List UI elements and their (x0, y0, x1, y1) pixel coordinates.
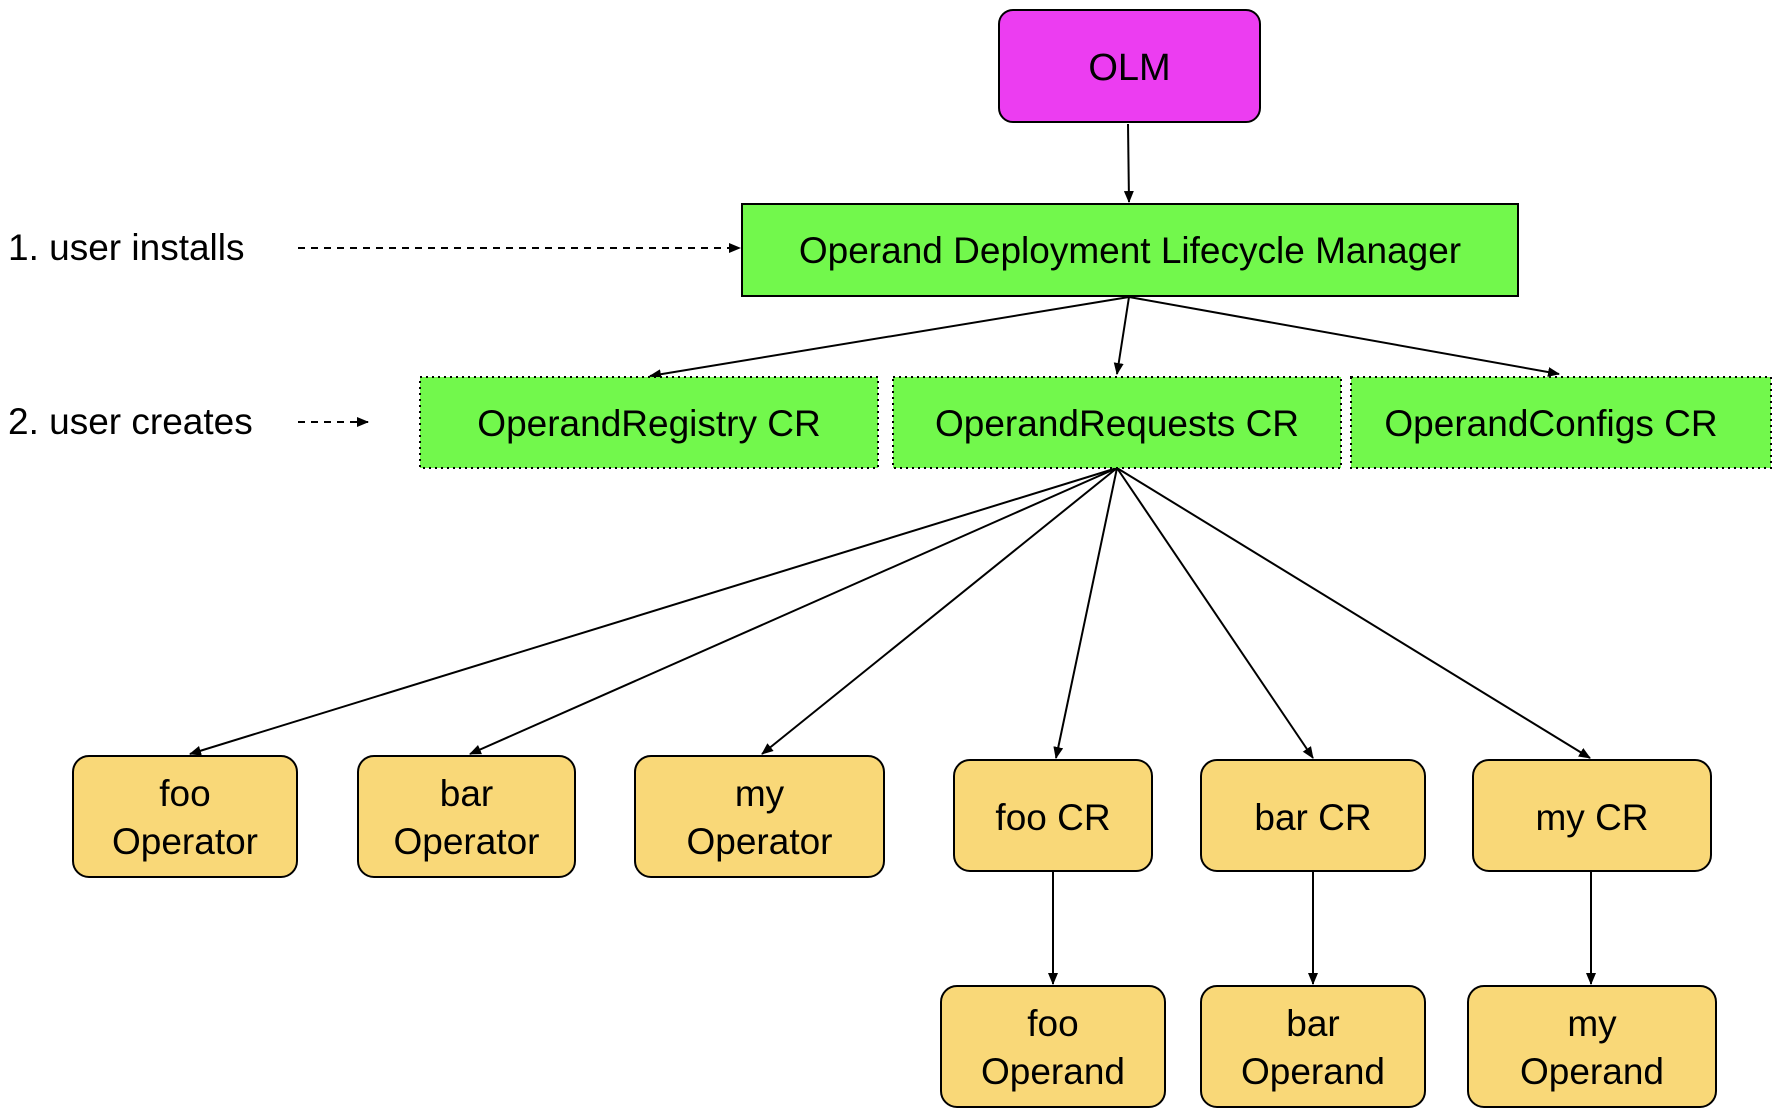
node-bar-operand: bar Operand (1200, 985, 1426, 1108)
step1-annotation: 1. user installs (8, 227, 245, 268)
node-foo-operand: foo Operand (940, 985, 1166, 1108)
node-bar-cr: bar CR (1200, 759, 1426, 872)
foo-operand-box (940, 985, 1166, 1108)
bar-operator-box (357, 755, 576, 878)
manager-box (741, 203, 1519, 297)
bar-operand-line1: bar (1286, 1003, 1339, 1044)
edge-requests-cr-to-bar-operator (469, 467, 1118, 755)
edge-requests-cr-to-foo-cr (1053, 467, 1118, 759)
node-olm: OLM (998, 9, 1261, 123)
node-foo-cr: foo CR (953, 759, 1153, 872)
foo-cr-label: foo CR (995, 797, 1110, 838)
my-operand-line1: my (1567, 1003, 1617, 1044)
node-configs-cr: OperandConfigs CR (1350, 376, 1772, 469)
edge-requests-cr-to-my-cr (1116, 467, 1591, 759)
my-operator-box (634, 755, 885, 878)
edge-requests-cr-to-my-operator (761, 467, 1118, 755)
edge-olm-to-manager (1123, 123, 1134, 203)
my-operand-box (1467, 985, 1717, 1108)
my-cr-label: my CR (1535, 797, 1648, 838)
foo-operator-line2: Operator (112, 821, 258, 862)
node-my-operand: my Operand (1467, 985, 1717, 1108)
requests-cr-label: OperandRequests CR (935, 403, 1299, 444)
requests-cr-box (892, 376, 1342, 469)
node-my-cr: my CR (1472, 759, 1712, 872)
node-requests-cr: OperandRequests CR (892, 376, 1342, 469)
foo-operator-box (72, 755, 298, 878)
my-operator-line2: Operator (686, 821, 832, 862)
foo-operand-line2: Operand (981, 1051, 1125, 1092)
node-foo-operator: foo Operator (72, 755, 298, 878)
bar-operand-box (1200, 985, 1426, 1108)
foo-cr-box (953, 759, 1153, 872)
edge-manager-to-registry-cr (649, 296, 1130, 380)
my-operator-line1: my (735, 773, 785, 814)
node-manager: Operand Deployment Lifecycle Manager (741, 203, 1519, 297)
node-bar-operator: bar Operator (357, 755, 576, 878)
configs-cr-box (1350, 376, 1772, 469)
my-cr-box (1472, 759, 1712, 872)
edge-manager-to-configs-cr (1128, 296, 1560, 377)
registry-cr-label: OperandRegistry CR (477, 403, 820, 444)
my-operand-line2: Operand (1520, 1051, 1664, 1092)
bar-cr-box (1200, 759, 1426, 872)
node-my-operator: my Operator (634, 755, 885, 878)
manager-label: Operand Deployment Lifecycle Manager (799, 230, 1461, 271)
node-registry-cr: OperandRegistry CR (419, 376, 879, 469)
registry-cr-box (419, 376, 879, 469)
edge-manager-to-requests-cr (1113, 296, 1130, 375)
olm-box (998, 9, 1261, 123)
bar-operator-line1: bar (440, 773, 493, 814)
step2-annotation: 2. user creates (8, 401, 253, 442)
edge-requests-cr-to-foo-operator (189, 467, 1118, 756)
edge-requests-cr-to-bar-cr (1116, 467, 1314, 759)
bar-cr-label: bar CR (1254, 797, 1371, 838)
foo-operator-line1: foo (159, 773, 210, 814)
foo-operand-line1: foo (1027, 1003, 1078, 1044)
configs-cr-label: OperandConfigs CR (1384, 403, 1717, 444)
bar-operand-line2: Operand (1241, 1051, 1385, 1092)
edges (189, 123, 1596, 985)
olm-label: OLM (1088, 47, 1170, 89)
annotations: 1. user installs 2. user creates (8, 227, 253, 442)
bar-operator-line2: Operator (393, 821, 539, 862)
